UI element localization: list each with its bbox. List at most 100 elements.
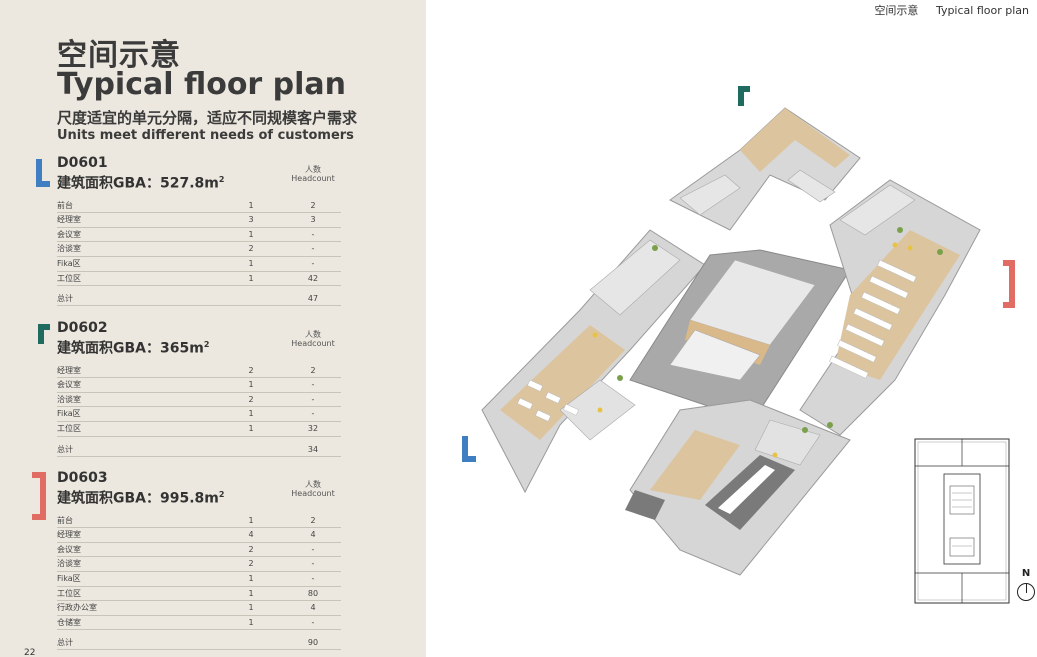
row-hc: 2 (310, 365, 316, 375)
key-plan-minimap (914, 438, 1010, 604)
row-name: 经理室 (57, 365, 81, 375)
subtitle-en: Units meet different needs of customers (57, 128, 354, 143)
row-hc: - (311, 244, 315, 254)
d0602-marker-icon (738, 86, 750, 106)
d0601-marker-icon (462, 436, 476, 462)
compass-label: N (1021, 568, 1031, 579)
row-name: 工位区 (57, 588, 81, 598)
row-name: 洽谈室 (57, 394, 81, 404)
unit-d0602-marker-icon (38, 324, 50, 344)
row-name: 洽谈室 (57, 244, 81, 254)
unit-gba: 建筑面积GBA：995.8m2 (57, 490, 225, 507)
row-name: 工位区 (57, 424, 81, 434)
unit-code: D0601 (57, 155, 108, 171)
row-count: 1 (248, 229, 254, 239)
row-count: 2 (248, 244, 254, 254)
row-hc: - (311, 259, 315, 269)
row-count: 1 (248, 259, 254, 269)
wing-d0602 (669, 107, 861, 231)
row-name: 经理室 (57, 530, 81, 540)
table-row: Fika区 1 - (57, 257, 341, 272)
d0603-marker-icon (1003, 260, 1015, 308)
row-hc: 80 (307, 588, 319, 598)
row-name: Fika区 (57, 409, 81, 419)
row-count: 1 (248, 617, 254, 627)
row-count: 3 (248, 215, 254, 225)
unit-gba: 建筑面积GBA：365m2 (57, 340, 210, 357)
header-title-en: Typical floor plan (935, 4, 1029, 17)
row-count: 1 (248, 273, 254, 283)
header-title-cn: 空间示意 (874, 4, 919, 17)
row-hc: 4 (310, 603, 316, 613)
row-hc: - (311, 229, 315, 239)
subtitle-cn: 尺度适宜的单元分隔，适应不同规模客户需求 (57, 109, 358, 127)
row-hc: - (311, 544, 315, 554)
table-row: 经理室 4 4 (57, 528, 341, 543)
compass-needle-icon (1026, 584, 1027, 593)
row-hc: 32 (307, 424, 319, 434)
table-row: 仓储室 1 - (57, 616, 341, 631)
row-count: 1 (248, 603, 254, 613)
compass-icon (1017, 583, 1035, 601)
row-name: 洽谈室 (57, 559, 81, 569)
row-count: 2 (248, 394, 254, 404)
row-hc: 4 (310, 530, 316, 540)
row-hc: - (311, 380, 315, 390)
row-count: 1 (248, 574, 254, 584)
row-count: 2 (248, 365, 254, 375)
table-row: 经理室 3 3 (57, 213, 341, 228)
row-hc: - (311, 574, 315, 584)
table-row: 工位区 1 32 (57, 422, 341, 437)
table-row: Fika区 1 - (57, 572, 341, 587)
wing-d0603 (799, 179, 981, 436)
row-hc: 2 (310, 515, 316, 525)
row-count: 2 (248, 559, 254, 569)
unit-code: D0602 (57, 320, 108, 336)
row-count: 2 (248, 544, 254, 554)
table-row: 前台 1 2 (57, 514, 341, 529)
unit-d0603-marker-icon (32, 472, 46, 520)
row-count: 1 (248, 200, 254, 210)
row-hc: - (311, 394, 315, 404)
row-count: 1 (248, 424, 254, 434)
row-name: 仓储室 (57, 617, 81, 627)
row-hc: 2 (310, 200, 316, 210)
row-name: Fika区 (57, 259, 81, 269)
unit-code: D0603 (57, 470, 108, 486)
page-number: 22 (24, 648, 36, 657)
row-name: 经理室 (57, 215, 81, 225)
row-name: Fika区 (57, 574, 81, 584)
row-count: 4 (248, 530, 254, 540)
page-header: 空间示意 Typical floor plan (860, 2, 1029, 18)
page-title-cn: 空间示意 (57, 38, 181, 73)
table-row: 洽谈室 2 - (57, 242, 341, 258)
wing-d0603-lower (625, 399, 851, 576)
table-row: 洽谈室 2 - (57, 393, 341, 408)
row-count: 1 (248, 515, 254, 525)
row-name: 前台 (57, 515, 73, 525)
row-hc: 3 (310, 215, 316, 225)
floor-plan-illustration (462, 86, 1015, 576)
row-name: 行政办公室 (57, 603, 97, 613)
left-info-panel (0, 0, 426, 657)
row-count: 1 (248, 380, 254, 390)
unit-d0601-marker-icon (36, 159, 50, 187)
row-hc: - (311, 617, 315, 627)
row-hc: - (311, 409, 315, 419)
